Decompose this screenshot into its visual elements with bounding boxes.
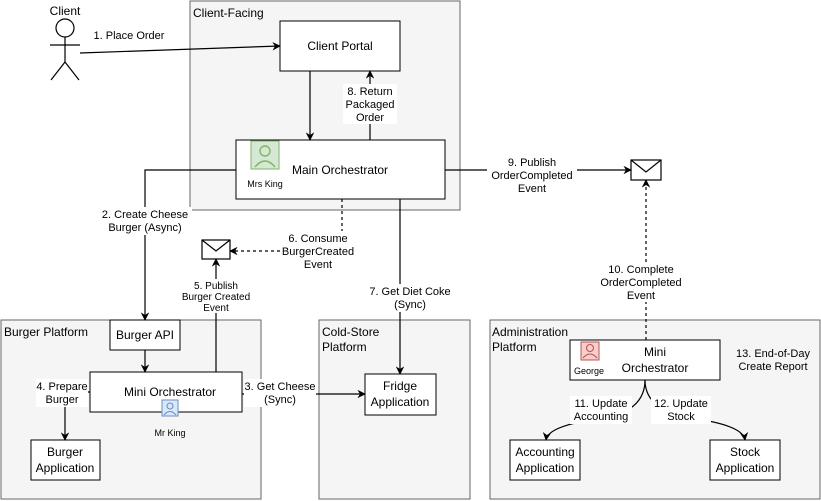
label-prepare-line2: Burger [45, 394, 78, 406]
burger-application-label-line2: Application [36, 461, 95, 475]
label-bg [98, 207, 192, 235]
stick-figure-icon [50, 18, 80, 81]
label-create-cheese-line2: Burger (Async) [108, 222, 181, 234]
label-update-stock-line1: 12. Update [654, 398, 708, 410]
admin-group-label-line1: Administration [492, 325, 568, 339]
label-bg [280, 231, 358, 271]
user-icon-red [580, 341, 600, 361]
label-bg [651, 396, 711, 424]
label-update-stock-line2: Stock [667, 411, 695, 423]
label-bg [570, 396, 632, 424]
envelope-icon [630, 159, 662, 181]
label-consume-line3: Event [304, 259, 332, 271]
label-get-cheese-line1: 3. Get Cheese [245, 381, 316, 393]
label-bg [366, 284, 454, 312]
label-create-cheese-line1: 2. Create Cheese [102, 209, 188, 221]
mini-orchestrator-admin-label-line1: Mini [644, 345, 666, 359]
label-bg [487, 155, 577, 195]
admin-group-label-line2: Platform [492, 340, 537, 354]
stock-application-label-line2: Application [716, 461, 775, 475]
mini-orchestrator-burger-label: Mini Orchestrator [124, 385, 216, 399]
label-publish-burger-line1: 5. Publish [194, 281, 238, 292]
accounting-application-label-line1: Accounting [515, 445, 574, 459]
cold-store-group-label-line1: Cold-Store [322, 325, 380, 339]
label-diet-coke-line1: 7. Get Diet Coke [369, 286, 450, 298]
mr-king-label: Mr King [154, 428, 185, 438]
label-bg [244, 379, 316, 407]
label-publish-order-line3: Event [518, 183, 546, 195]
main-orchestrator-label: Main Orchestrator [292, 163, 388, 177]
label-bg [90, 28, 168, 42]
client-facing-group-label: Client-Facing [193, 6, 264, 20]
stock-application-label-line1: Stock [730, 445, 761, 459]
accounting-application-label-line2: Application [516, 461, 575, 475]
user-icon-blue [161, 399, 179, 417]
label-update-accounting-line2: Accounting [574, 411, 628, 423]
burger-application-label-line1: Burger [47, 445, 83, 459]
label-bg [343, 84, 397, 124]
client-portal-box [279, 20, 401, 72]
label-update-accounting-line1: 11. Update [574, 398, 627, 410]
label-publish-order-line1: 9. Publish [508, 157, 556, 169]
mrs-king-label: Mrs King [247, 179, 283, 189]
edge-consume-burger-created [229, 199, 343, 256]
label-publish-burger-line2: Burger Created [182, 292, 250, 303]
edge-create-cheese-burger [140, 169, 236, 321]
label-place-order: 1. Place Order [94, 30, 165, 42]
label-bg [596, 262, 690, 302]
client-portal-label: Client Portal [307, 39, 372, 53]
client-actor: Client [50, 4, 81, 81]
label-get-cheese-line2: (Sync) [264, 394, 296, 406]
fridge-application-label-line2: Application [371, 395, 430, 409]
edge-place-order [79, 42, 281, 54]
burger-platform-group-label: Burger Platform [4, 325, 88, 339]
label-return-line2: Packaged [346, 99, 395, 111]
label-publish-order-line2: OrderCompleted [491, 170, 572, 182]
user-icon-green [250, 140, 280, 170]
label-return-line3: Order [356, 112, 384, 124]
label-complete-order-line2: OrderCompleted [600, 277, 681, 289]
accounting-application-box [509, 439, 581, 481]
burger-api-label: Burger API [116, 328, 174, 342]
cold-store-group-label-line2: Platform [322, 340, 367, 354]
label-consume-line2: BurgerCreated [282, 246, 354, 258]
burger-application-box [30, 439, 101, 481]
label-bg [36, 379, 88, 407]
label-complete-order-line1: 10. Complete [608, 264, 673, 276]
label-consume-line1: 6. Consume [288, 233, 347, 245]
george-label: George [574, 366, 604, 376]
label-bg [178, 279, 254, 313]
label-end-of-day-line1: 13. End-of-Day [736, 348, 810, 360]
mini-orchestrator-admin-label-line2: Orchestrator [622, 361, 689, 375]
envelope-icon [201, 239, 231, 260]
label-diet-coke-line2: (Sync) [394, 299, 426, 311]
client-label: Client [50, 4, 81, 18]
label-prepare-line1: 4. Prepare [36, 381, 87, 393]
label-end-of-day-line2: Create Report [738, 361, 807, 373]
label-complete-order-line3: Event [627, 290, 655, 302]
label-publish-burger-line3: Event [203, 303, 229, 314]
label-return-line1: 8. Return [347, 86, 392, 98]
fridge-application-label-line1: Fridge [383, 379, 417, 393]
